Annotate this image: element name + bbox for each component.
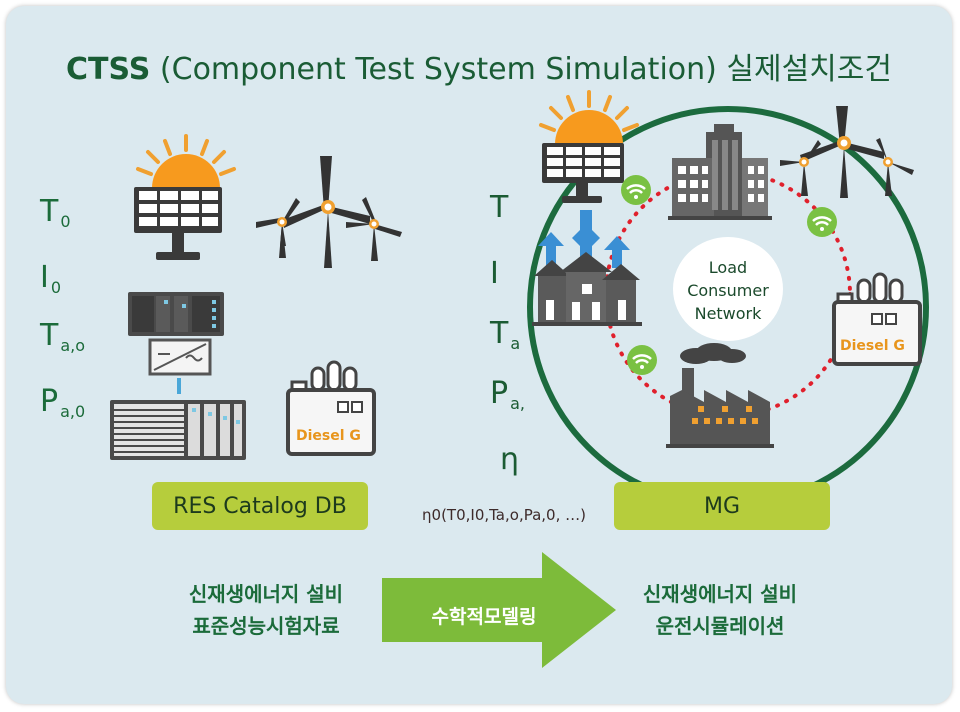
city-buildings-icon [668,124,772,220]
right-var-eta: η [500,442,520,477]
right-caption: 신재생에너지 설비 운전시뮬레이션 [642,582,798,638]
illustration-layer [110,90,929,668]
solar-panel-icon [134,134,236,260]
efficiency-formula: η0(T0,I0,Ta,o,Pa,0, …) [422,506,586,524]
wifi-icon [807,207,837,237]
load-network-label: Load Consumer Network [687,258,769,323]
arrow-label: 수학적모델링 [431,606,537,628]
load-network-circle [673,237,783,341]
res-catalog-db-label: RES Catalog DB [152,482,368,530]
inverter-cabinet-icon [128,292,224,394]
wifi-icon [627,345,657,375]
page-title: CTSS (Component Test System Simulation) … [66,52,892,87]
diagram-frame: CTSS (Component Test System Simulation) … [6,6,952,704]
right-var-i: I [490,256,499,291]
solar-panel-icon [539,90,639,203]
wind-turbine-icon [780,106,914,198]
diesel-generator-icon [286,360,376,456]
diesel-label-right: Diesel G [840,338,905,354]
battery-rack-icon [110,400,246,460]
modeling-arrow [382,552,616,668]
mg-label: MG [614,482,830,530]
diesel-label-left: Diesel G [296,428,361,444]
houses-icon [532,210,642,326]
left-caption: 신재생에너지 설비 표준성능시험자료 [188,582,344,638]
factory-icon [666,343,774,448]
wifi-icon [621,175,651,205]
right-var-t: T [490,190,509,225]
diesel-generator-icon [832,272,922,366]
wind-turbine-icon [256,156,402,268]
